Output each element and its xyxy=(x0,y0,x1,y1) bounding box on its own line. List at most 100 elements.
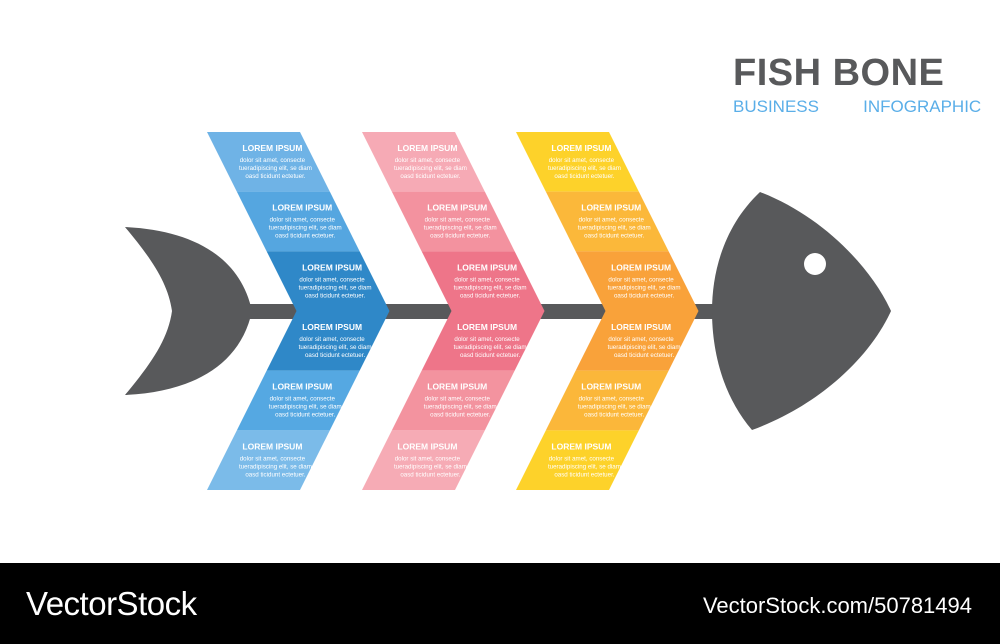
segment-title: LOREM IPSUM xyxy=(611,262,671,272)
chevron-segment xyxy=(575,311,699,371)
segment-text: oasd ticidunt ectetuer. xyxy=(400,471,460,478)
segment-title: LOREM IPSUM xyxy=(551,143,611,153)
segment-title: LOREM IPSUM xyxy=(302,322,362,332)
fish-tail xyxy=(125,227,252,395)
chevron-segment xyxy=(391,370,515,431)
chevron-segment xyxy=(516,430,639,490)
segment-text: dolor sit amet, consecte xyxy=(270,396,336,403)
page-title: FISH BONE xyxy=(733,52,945,94)
segment-title: LOREM IPSUM xyxy=(581,203,641,213)
segment-text: tueradipiscing elit, se diam xyxy=(578,404,651,411)
segment-title: LOREM IPSUM xyxy=(551,441,611,451)
segment-text: tueradipiscing elit, se diam xyxy=(548,165,621,172)
segment-text: tueradipiscing elit, se diam xyxy=(269,225,342,232)
segment-text: tueradipiscing elit, se diam xyxy=(269,404,342,411)
segment-text: tueradipiscing elit, se diam xyxy=(548,463,621,470)
segment-text: oasd ticidunt ectetuer. xyxy=(460,292,520,299)
segment-text: oasd ticidunt ectetuer. xyxy=(400,173,460,180)
segment-text: oasd ticidunt ectetuer. xyxy=(460,352,520,359)
segment-title: LOREM IPSUM xyxy=(581,382,641,392)
segment-title: LOREM IPSUM xyxy=(457,262,517,272)
chevron-segment xyxy=(575,251,699,311)
segment-title: LOREM IPSUM xyxy=(272,203,332,213)
footer-bar: VectorStock VectorStock.com/50781494 xyxy=(0,563,1000,644)
segment-text: dolor sit amet, consecte xyxy=(608,336,674,343)
segment-text: oasd ticidunt ectetuer. xyxy=(614,352,674,359)
segment-text: dolor sit amet, consecte xyxy=(299,336,365,343)
segment-text: oasd ticidunt ectetuer. xyxy=(305,352,365,359)
segment-text: oasd ticidunt ectetuer. xyxy=(430,412,490,419)
brand-logo: VectorStock xyxy=(26,585,197,622)
segment-text: oasd ticidunt ectetuer. xyxy=(305,292,365,299)
segment-text: dolor sit amet, consecte xyxy=(299,276,365,283)
segment-title: LOREM IPSUM xyxy=(242,143,302,153)
segment-text: tueradipiscing elit, se diam xyxy=(394,463,467,470)
fish-head xyxy=(712,192,891,430)
segment-text: dolor sit amet, consecte xyxy=(395,455,461,462)
segment-title: LOREM IPSUM xyxy=(457,322,517,332)
segment-text: dolor sit amet, consecte xyxy=(579,396,645,403)
segment-text: dolor sit amet, consecte xyxy=(579,217,645,224)
chevron-segment xyxy=(207,430,330,490)
chevron-segment xyxy=(391,191,515,252)
segment-text: dolor sit amet, consecte xyxy=(454,276,520,283)
chevron-segment xyxy=(362,132,485,192)
chevron-segment xyxy=(236,191,360,252)
chevron-segment xyxy=(545,370,669,431)
segment-text: tueradipiscing elit, se diam xyxy=(239,463,312,470)
segment-text: oasd ticidunt ectetuer. xyxy=(245,173,305,180)
segment-text: dolor sit amet, consecte xyxy=(549,455,615,462)
segment-text: dolor sit amet, consecte xyxy=(454,336,520,343)
segment-text: dolor sit amet, consecte xyxy=(240,455,306,462)
segment-text: oasd ticidunt ectetuer. xyxy=(275,412,335,419)
segment-text: dolor sit amet, consecte xyxy=(425,396,491,403)
segment-text: oasd ticidunt ectetuer. xyxy=(584,412,644,419)
segment-text: oasd ticidunt ectetuer. xyxy=(275,233,335,240)
segment-text: oasd ticidunt ectetuer. xyxy=(584,233,644,240)
chevron-segment xyxy=(266,311,390,371)
fish-eye xyxy=(804,253,826,275)
segment-text: oasd ticidunt ectetuer. xyxy=(554,471,614,478)
segment-text: tueradipiscing elit, se diam xyxy=(424,404,497,411)
page-subtitle: BUSINESS INFOGRAPHIC xyxy=(733,97,982,116)
segment-text: tueradipiscing elit, se diam xyxy=(239,165,312,172)
segment-text: tueradipiscing elit, se diam xyxy=(299,344,372,351)
chevron-segment xyxy=(207,132,330,192)
chevron-segment xyxy=(516,132,639,192)
chevron-segment xyxy=(545,191,669,252)
segment-title: LOREM IPSUM xyxy=(427,382,487,392)
segment-title: LOREM IPSUM xyxy=(397,441,457,451)
segment-text: dolor sit amet, consecte xyxy=(425,217,491,224)
chevron-segment xyxy=(236,370,360,431)
segment-title: LOREM IPSUM xyxy=(397,143,457,153)
segment-text: tueradipiscing elit, se diam xyxy=(608,284,681,291)
segment-title: LOREM IPSUM xyxy=(272,382,332,392)
chevron-segment xyxy=(362,430,485,490)
segment-text: dolor sit amet, consecte xyxy=(549,157,615,164)
segment-text: tueradipiscing elit, se diam xyxy=(394,165,467,172)
segment-text: oasd ticidunt ectetuer. xyxy=(245,471,305,478)
segment-text: oasd ticidunt ectetuer. xyxy=(554,173,614,180)
segment-text: tueradipiscing elit, se diam xyxy=(299,284,372,291)
segment-title: LOREM IPSUM xyxy=(611,322,671,332)
segment-title: LOREM IPSUM xyxy=(427,203,487,213)
segment-text: tueradipiscing elit, se diam xyxy=(608,344,681,351)
chevron-segment xyxy=(421,251,545,311)
segment-text: dolor sit amet, consecte xyxy=(270,217,336,224)
segment-text: tueradipiscing elit, se diam xyxy=(578,225,651,232)
segment-title: LOREM IPSUM xyxy=(242,441,302,451)
segment-text: dolor sit amet, consecte xyxy=(395,157,461,164)
segment-text: dolor sit amet, consecte xyxy=(240,157,306,164)
segment-text: tueradipiscing elit, se diam xyxy=(454,344,527,351)
segment-text: tueradipiscing elit, se diam xyxy=(454,284,527,291)
segment-text: dolor sit amet, consecte xyxy=(608,276,674,283)
segment-text: oasd ticidunt ectetuer. xyxy=(430,233,490,240)
stock-id: VectorStock.com/50781494 xyxy=(702,593,972,618)
chevron-segment xyxy=(421,311,545,371)
chevron-segment xyxy=(266,251,390,311)
segment-text: oasd ticidunt ectetuer. xyxy=(614,292,674,299)
